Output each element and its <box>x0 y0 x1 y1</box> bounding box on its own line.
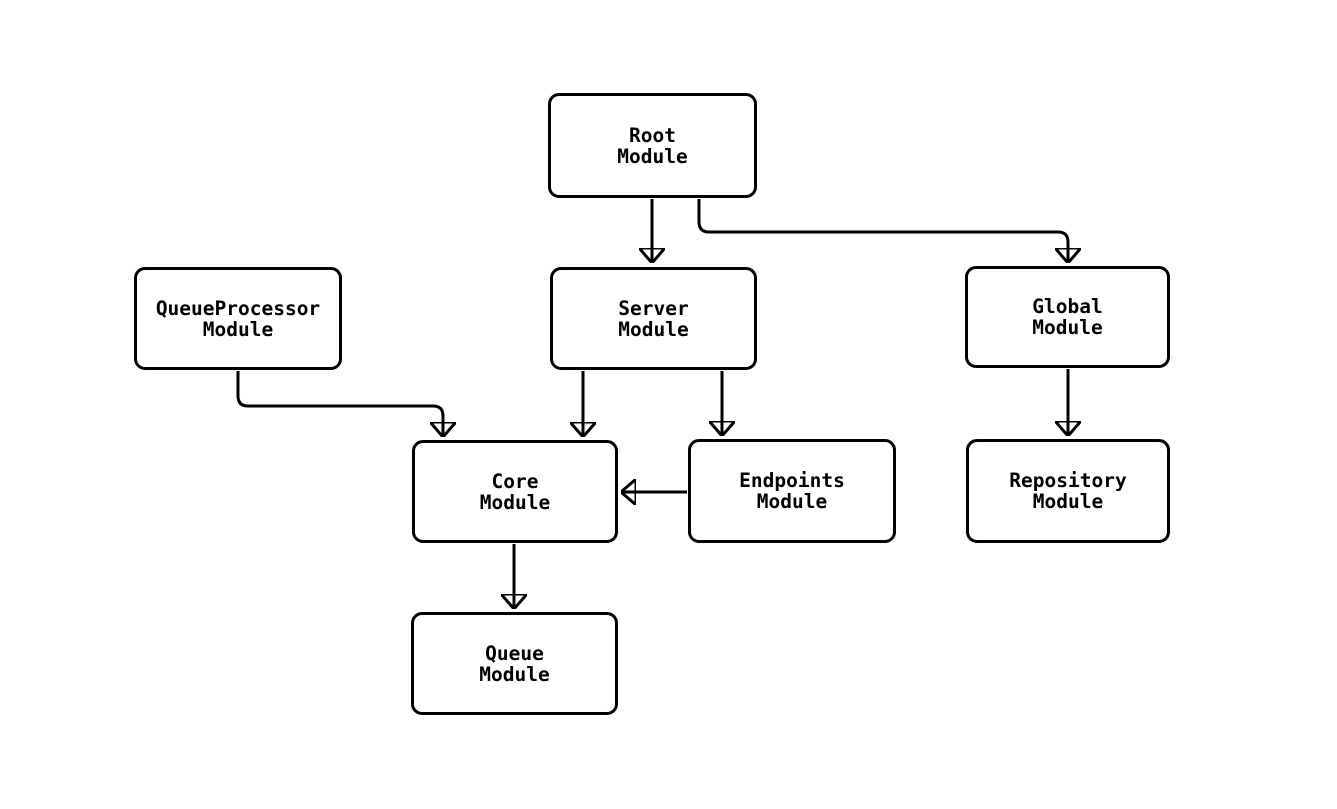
node-label: Server Module <box>618 296 689 341</box>
node-label: Endpoints Module <box>739 469 845 513</box>
node-global-module: Global Module <box>965 266 1170 368</box>
edge-queueprocessor-to-core <box>236 371 443 437</box>
node-label: Root Module <box>617 123 688 168</box>
node-label: QueueProcessor Module <box>155 296 321 341</box>
node-label: Core Module <box>479 469 551 514</box>
node-queueprocessor-module: QueueProcessor Module <box>134 267 342 370</box>
node-queue-module: Queue Module <box>411 612 618 715</box>
node-root-module: Root Module <box>548 93 757 198</box>
node-label: Global Module <box>1032 295 1103 339</box>
node-endpoints-module: Endpoints Module <box>688 439 896 543</box>
edge-root-to-global <box>697 199 1068 263</box>
node-label: Queue Module <box>479 641 550 686</box>
node-server-module: Server Module <box>550 267 757 370</box>
node-core-module: Core Module <box>412 440 618 543</box>
node-repository-module: Repository Module <box>966 439 1170 543</box>
node-label: Repository Module <box>1009 469 1127 513</box>
